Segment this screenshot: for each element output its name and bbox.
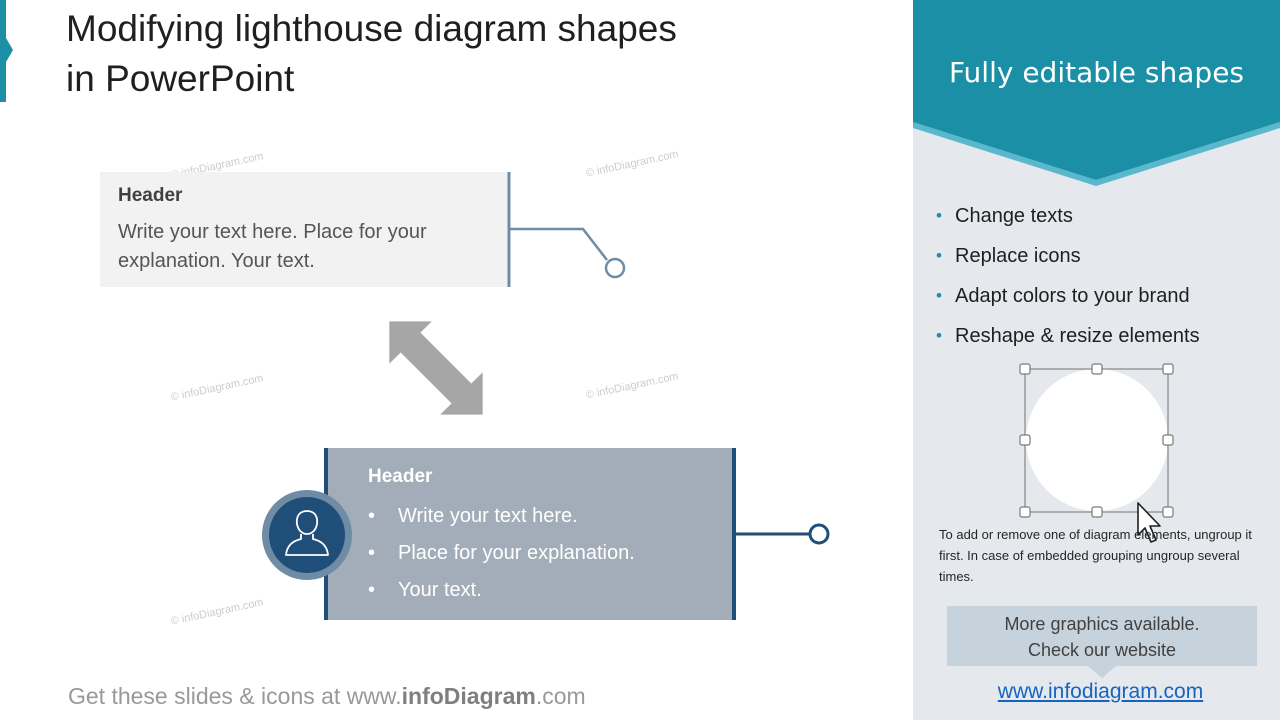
resize-handle[interactable] xyxy=(1162,434,1174,446)
bullet-dot: • xyxy=(936,326,942,345)
panel-banner xyxy=(913,0,1280,186)
bullet-dot: • xyxy=(368,579,376,601)
slide-title-line1: Modifying lighthouse diagram shapes xyxy=(66,8,677,49)
list-item-text: Write your text here. xyxy=(398,505,578,527)
footer-suffix: .com xyxy=(535,683,586,709)
footer-prefix: Get these slides & icons at www. xyxy=(68,683,402,709)
list-item-text: Reshape & resize elements xyxy=(955,325,1200,347)
resize-handle[interactable] xyxy=(1091,363,1103,375)
bullet-dot: • xyxy=(936,246,942,265)
bullet-dot: • xyxy=(368,505,376,527)
resize-handle[interactable] xyxy=(1162,506,1174,518)
list-item: • Your text. xyxy=(368,572,732,609)
demo-circle-shape[interactable] xyxy=(1026,369,1168,511)
list-item: • Write your text here. xyxy=(368,498,732,535)
resize-demo-illustration[interactable] xyxy=(1015,360,1185,550)
box-bullet-list: • Write your text here. • Place for your e… xyxy=(368,498,732,609)
feature-list: • Change texts • Replace icons • Adapt colo… xyxy=(936,196,1200,356)
callout-pointer xyxy=(1088,666,1116,678)
website-link[interactable]: www.infodiagram.com xyxy=(997,680,1204,703)
list-item: • Change texts xyxy=(936,196,1200,236)
connector-line-top xyxy=(509,227,608,261)
resize-handle[interactable] xyxy=(1019,363,1031,375)
diagram-graphics xyxy=(368,172,830,545)
list-item-text: Place for your explanation. xyxy=(398,542,635,564)
double-arrow-icon[interactable] xyxy=(368,300,504,436)
list-item: • Reshape & resize elements xyxy=(936,316,1200,356)
resize-handle[interactable] xyxy=(1019,506,1031,518)
list-item: • Replace icons xyxy=(936,236,1200,276)
box-header: Header xyxy=(118,185,183,206)
panel-note: To add or remove one of diagram elements… xyxy=(939,527,1252,584)
list-item-text: Adapt colors to your brand xyxy=(955,285,1190,307)
footer-brand: infoDiagram xyxy=(401,683,536,709)
person-icon[interactable] xyxy=(261,489,353,581)
box-body-text: Write your text here. Place for your exp… xyxy=(118,221,427,272)
footer-text: Get these slides & icons at www.infoDiag… xyxy=(68,683,586,710)
box-header: Header xyxy=(368,466,433,487)
bullet-dot: • xyxy=(368,542,376,564)
panel-title: Fully editable shapes xyxy=(948,56,1245,89)
list-item-text: Your text. xyxy=(398,579,482,601)
bullet-dot: • xyxy=(936,286,942,305)
list-item: • Place for your explanation. xyxy=(368,535,732,572)
slide-title-line2: in PowerPoint xyxy=(66,58,295,99)
resize-handle[interactable] xyxy=(1019,434,1031,446)
text-box-top[interactable]: Header Write your text here. Place for y… xyxy=(100,172,508,287)
connector-end-circle-bottom[interactable] xyxy=(808,523,830,545)
list-item: • Adapt colors to your brand xyxy=(936,276,1200,316)
list-item-text: Replace icons xyxy=(955,245,1081,267)
list-item-text: Change texts xyxy=(955,205,1073,227)
callout-line2: Check our website xyxy=(1027,640,1177,660)
bullet-dot: • xyxy=(936,206,942,225)
mouse-cursor-icon xyxy=(1137,502,1161,543)
resize-handle[interactable] xyxy=(1162,363,1174,375)
connector-end-circle-top[interactable] xyxy=(604,257,626,279)
more-graphics-callout[interactable]: More graphics available. Check our websi… xyxy=(947,606,1257,666)
text-box-bottom[interactable]: Header • Write your text here. • Place for… xyxy=(324,448,736,620)
title-accent-tip xyxy=(6,38,13,62)
slide-title: Modifying lighthouse diagram shapes in P… xyxy=(66,4,826,104)
callout-line1: More graphics available. xyxy=(1004,614,1200,634)
title-accent-bar xyxy=(0,0,6,102)
resize-handle[interactable] xyxy=(1091,506,1103,518)
